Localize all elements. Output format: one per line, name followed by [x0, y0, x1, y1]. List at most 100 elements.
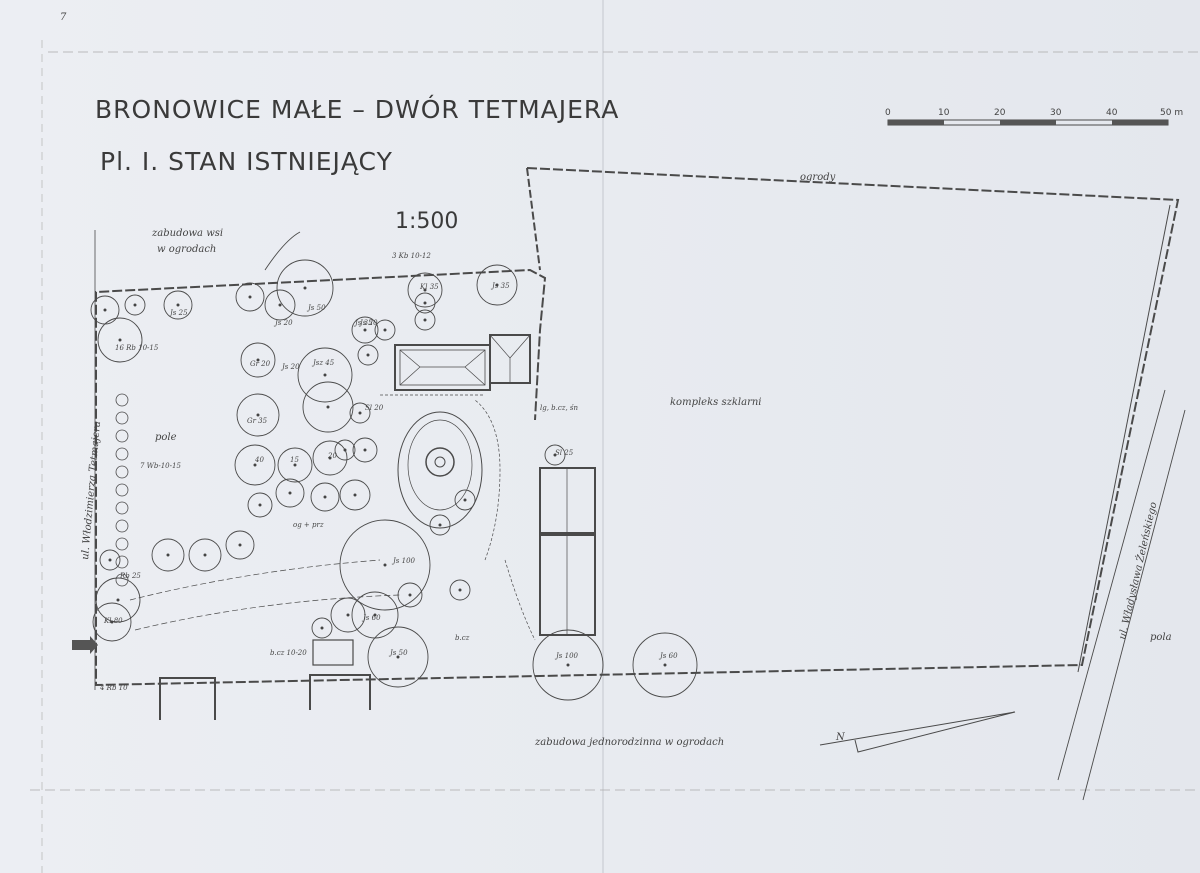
tree-label: Sl 25 [555, 449, 574, 457]
tree-label: Js 35 [490, 282, 510, 290]
tree-trunk [103, 308, 107, 312]
tree-label: Gr 35 [247, 417, 268, 425]
label-pole: pole [155, 432, 177, 443]
north-arrow: N [819, 711, 1016, 753]
tree-canopy [374, 319, 396, 341]
tree-canopy [449, 579, 471, 601]
scale-bar: 0 10 20 30 40 50 m [885, 108, 1183, 126]
tree-canopy [351, 591, 399, 639]
shrub [115, 555, 129, 569]
tree-label: Js 50 [388, 649, 408, 657]
tree-trunk [383, 563, 387, 567]
tree-canopy [357, 344, 379, 366]
tree-canopy [349, 402, 371, 424]
tree-trunk [326, 405, 330, 409]
tree-label: Js 25 [168, 309, 188, 317]
trees-layer [90, 259, 698, 701]
tree-canopy [97, 317, 143, 363]
tree-trunk [423, 301, 427, 305]
greenhouses [539, 467, 596, 636]
tree-trunk [166, 553, 170, 557]
tree-canopy [188, 538, 222, 572]
tree-canopy [92, 602, 132, 642]
tree-canopy [339, 519, 431, 611]
note: 4 Rb 10 [99, 684, 128, 692]
garden-paths [129, 394, 536, 641]
tree-canopy [276, 259, 334, 317]
shrub [115, 447, 129, 461]
tree-canopy [414, 309, 436, 331]
tree-trunk [278, 303, 282, 307]
gates [159, 674, 371, 720]
tree-canopy [240, 342, 276, 378]
tree-trunk [133, 303, 137, 307]
tree-label: Js 35 [353, 319, 373, 327]
scale-tick-30: 30 [1050, 108, 1062, 118]
tree-trunk [256, 413, 260, 417]
tree-trunk [320, 626, 324, 630]
note: Rb 25 [119, 572, 141, 580]
tree-trunk [323, 495, 327, 499]
shrub [115, 501, 129, 515]
label-ogrody: ogrody [800, 172, 836, 183]
note: b.cz 10-20 [270, 649, 307, 657]
tree-trunk [366, 353, 370, 357]
north-label: N [835, 732, 846, 743]
tree-label: Js 60 [658, 652, 678, 660]
tree-trunk [343, 448, 347, 452]
tree-trunk [238, 543, 242, 547]
tree-trunk [248, 295, 252, 299]
streets: ul. Włodzimierza Tetmajera ul. Władysław… [80, 230, 1186, 801]
note: 3 Kb 10-12 [392, 252, 431, 260]
note: b.cz [455, 634, 470, 642]
tree-canopy [275, 478, 305, 508]
tree-canopy [277, 447, 313, 483]
tree-canopy [351, 316, 379, 344]
plan-title: BRONOWICE MAŁE – DWÓR TETMAJERA [95, 94, 619, 124]
tree-trunk [408, 593, 412, 597]
tree-canopy [429, 514, 451, 536]
tree-trunk [495, 283, 499, 287]
tree-labels: Js 35 Js 25 Js 20 Js 50 Kl 35 Gr 20 Jsz … [103, 282, 678, 660]
shrub [115, 411, 129, 425]
shed [312, 639, 354, 666]
tree-canopy [544, 444, 566, 466]
note: 7 Wb-10-15 [140, 462, 181, 470]
shrub [115, 465, 129, 479]
tree-canopy [99, 549, 121, 571]
tree-label: 20 [327, 452, 337, 460]
tree-canopy [352, 437, 378, 463]
shrub [115, 537, 129, 551]
tree-trunk [303, 286, 307, 290]
tree-trunk [176, 303, 180, 307]
tree-canopy [476, 264, 518, 306]
tree-trunk [328, 456, 332, 460]
tree-trunk [203, 553, 207, 557]
tree-canopy [312, 440, 348, 476]
tree-canopy [234, 444, 276, 486]
tree-label: Js 20 [358, 319, 378, 327]
tree-trunk [423, 288, 427, 292]
scale-tick-40: 40 [1106, 108, 1118, 118]
tree-canopy [235, 282, 265, 312]
tree-canopy [247, 492, 273, 518]
tree-trunk [553, 453, 557, 457]
tree-label: Kl 35 [419, 283, 439, 291]
tree-canopy [90, 295, 120, 325]
tree-label: Js 60 [361, 614, 381, 622]
tree-trunk [253, 463, 257, 467]
tree-canopy [95, 577, 141, 623]
tree-trunk [118, 338, 122, 342]
note: og + prz [293, 521, 324, 529]
tree-trunk [353, 493, 357, 497]
planting-notes: 7 Wb-10-15 16 Rb 10-15 4 Rb 10 3 Kb 10-1… [99, 252, 579, 692]
tree-trunk [258, 503, 262, 507]
tree-trunk [363, 328, 367, 332]
tree-canopy [311, 617, 333, 639]
label-zabudowa-wsi-1: zabudowa wsi [151, 228, 223, 239]
label-zabudowa-wsi-2: w ogrodach [157, 244, 216, 255]
tree-label: Js 100 [554, 652, 579, 660]
street-label-tetmajera: ul. Włodzimierza Tetmajera [80, 421, 103, 561]
tree-trunk [423, 318, 427, 322]
